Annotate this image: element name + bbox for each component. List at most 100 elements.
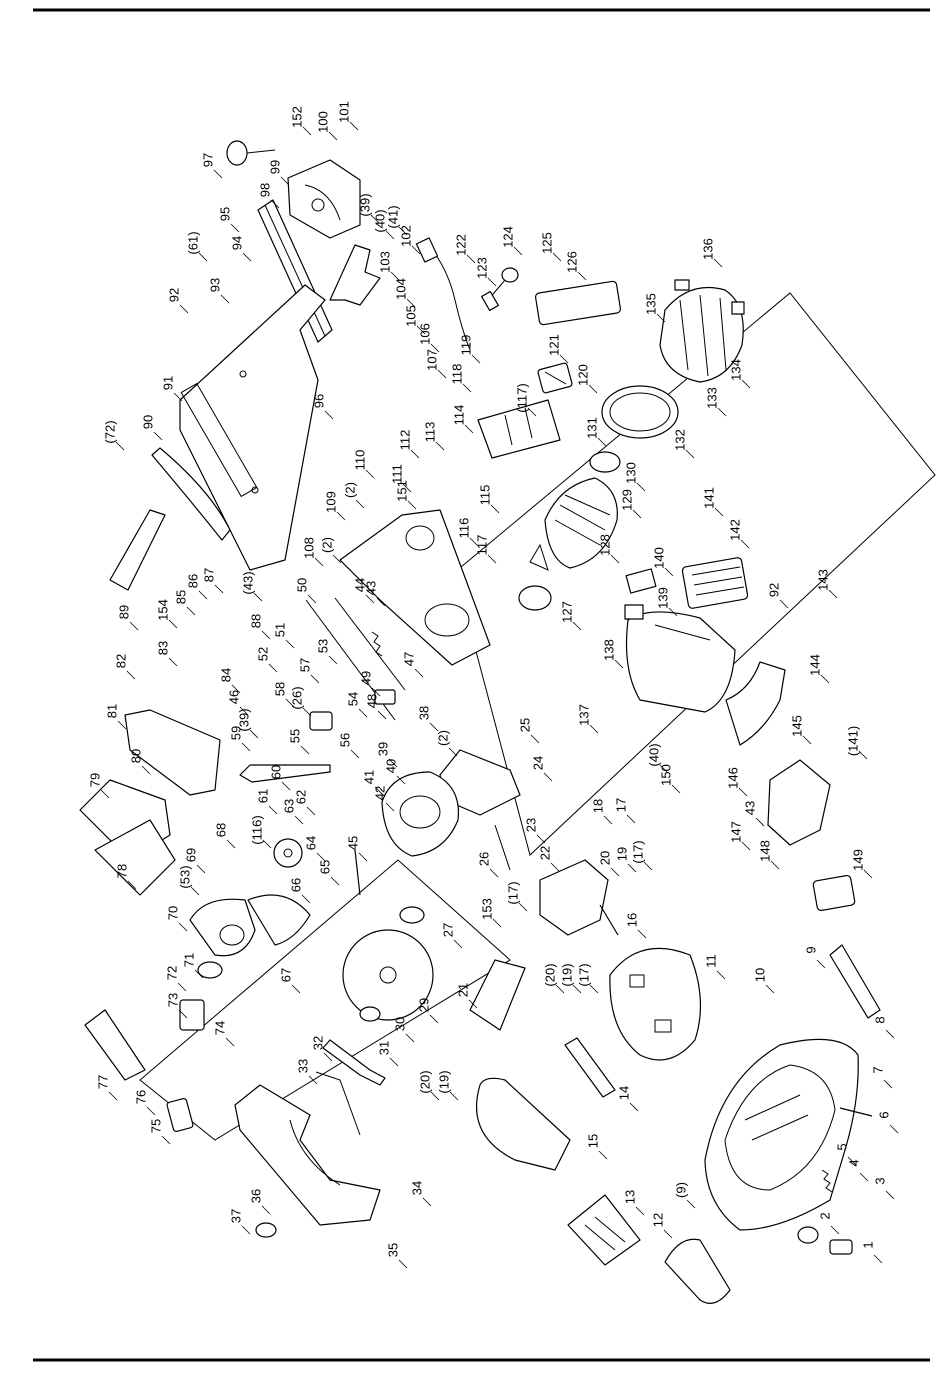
pivot-bolt xyxy=(494,824,511,871)
leader-85 xyxy=(186,606,196,616)
leader-23 xyxy=(536,834,546,844)
shaft-16 xyxy=(599,904,619,936)
callout-98: 98 xyxy=(258,183,273,197)
callout-72: 72 xyxy=(165,966,180,980)
leader-97 xyxy=(213,169,223,179)
callout-144: 144 xyxy=(808,654,823,676)
leader-150 xyxy=(671,784,681,794)
callout-43: 43 xyxy=(743,801,758,815)
switch-box xyxy=(477,399,561,459)
callout-139: 139 xyxy=(656,587,671,609)
dust-chute-15 xyxy=(476,1077,571,1171)
callout-62: 62 xyxy=(294,790,309,804)
callout-129: 129 xyxy=(620,489,635,511)
callout-50: 50 xyxy=(295,578,310,592)
handle-lever xyxy=(481,267,519,312)
callout-35: 35 xyxy=(386,1243,401,1257)
leader-106 xyxy=(430,343,440,353)
callout-126: 126 xyxy=(565,251,580,273)
callout-82: 82 xyxy=(114,654,129,668)
lower-blade-guard-67 xyxy=(247,894,311,946)
callout-47: 47 xyxy=(402,652,417,666)
leader-56 xyxy=(350,749,360,759)
callout-21: 21 xyxy=(456,983,471,997)
callout-65: 65 xyxy=(318,860,333,874)
callout-116: 116 xyxy=(457,518,472,539)
callout-99: 99 xyxy=(268,160,283,174)
leader-68 xyxy=(226,839,236,849)
callout-6: 6 xyxy=(877,1111,892,1118)
leader-140 xyxy=(664,567,674,577)
callout-15: 15 xyxy=(586,1134,601,1148)
front-bearing xyxy=(518,585,552,611)
callout-17: (17) xyxy=(631,840,646,863)
top-cover xyxy=(534,280,622,326)
leader-44 xyxy=(365,594,375,604)
callout-5: 5 xyxy=(835,1143,850,1150)
callout-142: 142 xyxy=(728,519,743,541)
callout-59: 59 xyxy=(229,726,244,740)
callout-44: 44 xyxy=(353,578,368,592)
callout-85: 85 xyxy=(174,590,189,604)
callout-102: 102 xyxy=(399,225,414,247)
hex-key xyxy=(315,1071,361,1136)
leader-72 xyxy=(115,441,125,451)
leader-64 xyxy=(316,852,326,862)
callout-45: 45 xyxy=(346,836,361,850)
callout-36: 36 xyxy=(249,1189,264,1203)
leader-93 xyxy=(220,294,230,304)
callout-23: 23 xyxy=(524,818,539,832)
leader-35 xyxy=(398,1259,408,1269)
leader-134 xyxy=(741,379,751,389)
callout-48: 48 xyxy=(365,694,380,708)
callout-37: 37 xyxy=(229,1209,244,1223)
callout-40: (40) xyxy=(373,209,388,232)
leader-99 xyxy=(280,176,290,186)
lock-knob-2 xyxy=(797,1226,819,1244)
leader-2 xyxy=(448,747,458,757)
leader-141 xyxy=(858,750,868,760)
leader-81 xyxy=(117,720,127,730)
callout-114: 114 xyxy=(452,405,467,426)
callout-42: 42 xyxy=(373,786,388,800)
motor-assembly-outline xyxy=(454,292,936,856)
callout-71: 71 xyxy=(182,953,197,967)
leader-16 xyxy=(637,929,647,939)
leader-135 xyxy=(656,313,666,323)
leader-120 xyxy=(588,384,598,394)
callout-39: (39) xyxy=(358,193,373,216)
callout-149: 149 xyxy=(851,849,866,871)
kerf-strip-14 xyxy=(564,1037,616,1098)
leader-34 xyxy=(422,1197,432,1207)
callout-19: (19) xyxy=(437,1070,452,1093)
callout-117: 117 xyxy=(475,535,490,556)
dust-deflector-21 xyxy=(469,959,526,1031)
callout-41: (41) xyxy=(386,205,401,228)
callout-153: 153 xyxy=(480,898,495,920)
callout-79: 79 xyxy=(88,773,103,787)
leader-80 xyxy=(141,765,151,775)
callout-26: 26 xyxy=(477,852,492,866)
callout-70: 70 xyxy=(166,906,181,920)
callout-89: 89 xyxy=(117,605,132,619)
leader-7 xyxy=(883,1079,893,1089)
rail-bracket xyxy=(329,244,381,306)
callout-125: 125 xyxy=(540,232,555,254)
callout-68: 68 xyxy=(214,823,229,837)
callout-76: 76 xyxy=(134,1090,149,1104)
callout-43: (43) xyxy=(241,571,256,594)
callout-31: 31 xyxy=(377,1041,392,1055)
callout-2: (2) xyxy=(436,730,451,746)
callout-93: 93 xyxy=(208,278,223,292)
leader-2 xyxy=(355,499,365,509)
callout-7: 7 xyxy=(871,1066,886,1073)
leader-96 xyxy=(324,410,334,420)
bearing-ring xyxy=(601,385,679,439)
leader-124 xyxy=(513,246,523,256)
callout-34: 34 xyxy=(410,1181,425,1195)
inner-flange xyxy=(359,1006,381,1022)
callout-81: 81 xyxy=(105,704,120,718)
leader-71 xyxy=(194,969,204,979)
callout-32: 32 xyxy=(311,1036,326,1050)
